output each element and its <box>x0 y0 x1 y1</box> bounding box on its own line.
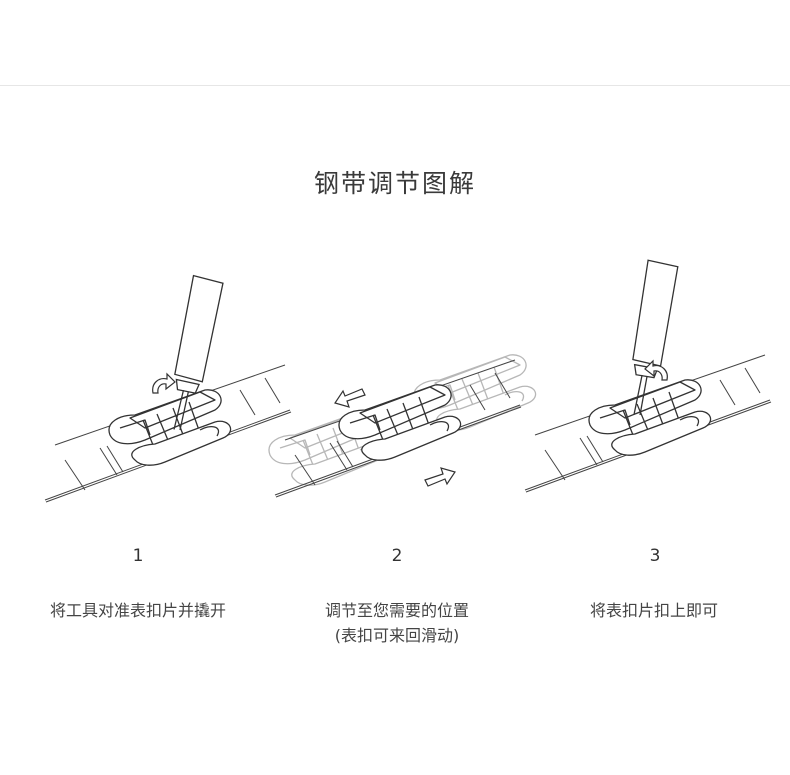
step-2-caption: 调节至您需要的位置(表扣可来回滑动) <box>324 601 469 645</box>
step-2-illustration <box>268 354 537 498</box>
page-title: 钢带调节图解 <box>313 169 476 198</box>
step-2-note: (表扣可来回滑动) <box>334 626 460 645</box>
step-1-caption: 将工具对准表扣片并撬开 <box>49 601 226 620</box>
illustrations <box>44 259 772 503</box>
step-3-number: 3 <box>649 546 661 566</box>
step-2-number: 2 <box>391 546 403 566</box>
step-3-illustration <box>524 259 772 493</box>
step-1-illustration <box>44 274 292 503</box>
step-1-number: 1 <box>132 546 144 566</box>
step-3-caption: 将表扣片扣上即可 <box>589 601 718 620</box>
top-divider <box>0 85 790 86</box>
